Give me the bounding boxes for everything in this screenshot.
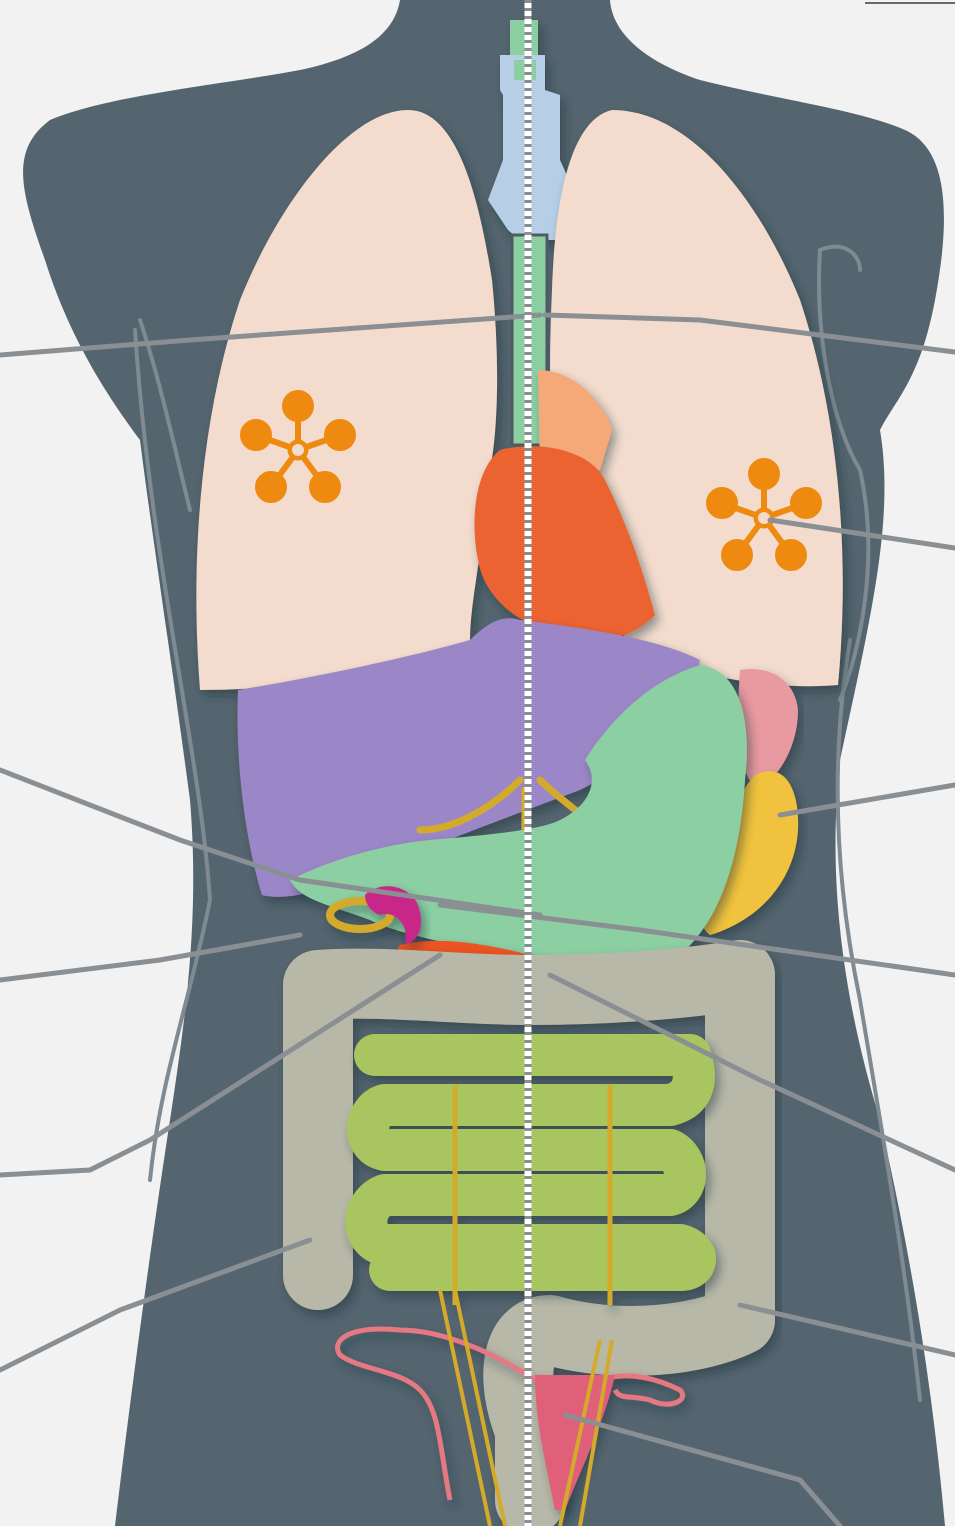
torso-illustration [0, 0, 955, 1526]
anatomy-diagram [0, 0, 955, 1526]
